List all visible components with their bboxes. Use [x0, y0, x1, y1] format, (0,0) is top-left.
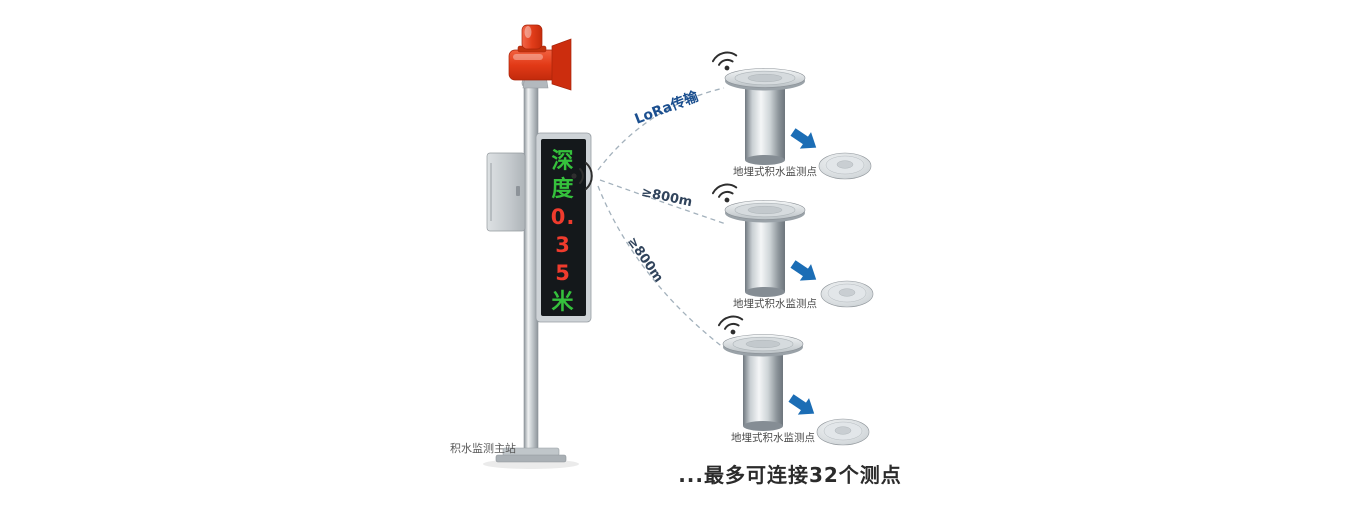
- sensor-1: 地埋式积水监测点: [711, 51, 872, 180]
- link-curve-1: [597, 87, 725, 171]
- led-display: 深 度 0. 3 5 米: [535, 132, 592, 323]
- wifi-icon: [711, 183, 738, 203]
- wifi-icon: [717, 315, 744, 335]
- sensor-cylinder: [722, 334, 804, 431]
- arrow-icon: [790, 128, 817, 149]
- control-box: [486, 152, 526, 232]
- main-station: 深 度 0. 3 5 米 积水监测主站: [450, 24, 593, 469]
- link-curve-2: [599, 179, 727, 225]
- sensor-disc: [818, 152, 872, 180]
- sensor-3: 地埋式积水监测点: [717, 315, 870, 446]
- link-label-800m-1: ≥800m: [640, 185, 694, 210]
- sensor-label: 地埋式积水监测点: [733, 165, 817, 178]
- wifi-icon: [711, 51, 738, 71]
- led-row-1: 深: [551, 149, 574, 174]
- alarm-beacon: [517, 24, 547, 53]
- sensor-cylinder: [724, 200, 806, 297]
- alarm-horn: [508, 38, 572, 91]
- base-plate-bottom: [495, 454, 567, 463]
- sensor-cylinder: [724, 68, 806, 165]
- link-label-lora: LoRa传输: [632, 88, 701, 128]
- sensor-disc: [820, 280, 874, 308]
- arrow-icon: [790, 260, 817, 281]
- arrow-icon: [788, 394, 815, 415]
- link-label-800m-2: ≥800m: [624, 235, 666, 286]
- sensor-label: 地埋式积水监测点: [731, 431, 815, 444]
- main-station-label: 积水监测主站: [450, 441, 516, 455]
- led-row-5: 5: [555, 261, 571, 285]
- footer-caption: ...最多可连接32个测点: [678, 463, 902, 487]
- led-row-2: 度: [551, 176, 574, 202]
- link-curve-3: [597, 185, 725, 349]
- signal-emitter-icon: [571, 162, 593, 190]
- lora-links: LoRa传输 ≥800m ≥800m: [597, 87, 727, 349]
- sensor-2: 地埋式积水监测点: [711, 183, 874, 310]
- led-row-3: 0.: [551, 205, 576, 229]
- sensor-disc: [816, 418, 870, 446]
- led-row-6: 米: [551, 290, 574, 315]
- led-row-4: 3: [555, 233, 571, 257]
- sensor-label: 地埋式积水监测点: [733, 297, 817, 310]
- led-screen: [541, 139, 586, 316]
